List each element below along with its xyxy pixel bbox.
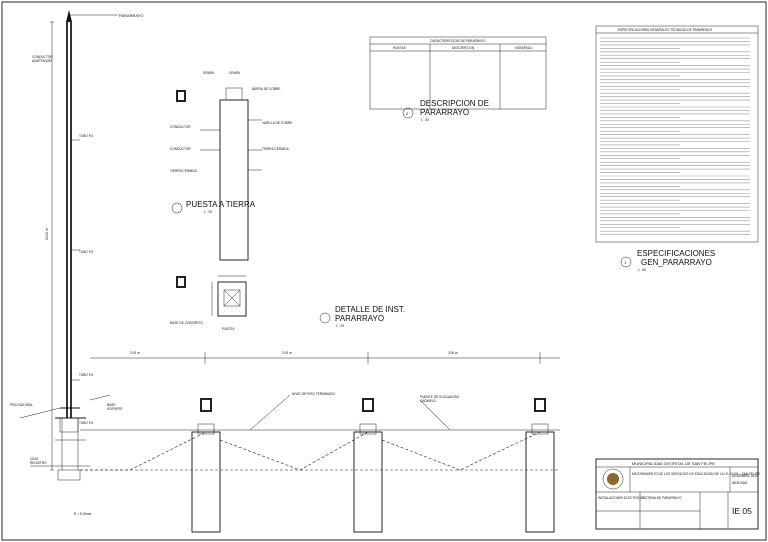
tb-specialty: INSTALACIONES ELECTRICAS (598, 496, 644, 500)
label-puesta: PUESTA (222, 327, 235, 331)
svg-text:GRAPA: GRAPA (229, 71, 241, 75)
label-caja: CAJA (30, 457, 39, 461)
char-head-2: DESCRIPCION (452, 46, 475, 50)
svg-text:VARILLA DE COBRE: VARILLA DE COBRE (262, 121, 292, 125)
esp-title-2: GEN_PARARRAYO (641, 258, 712, 267)
label-tubo-2: TUBO FG (79, 250, 94, 254)
tb-drawing: SISTEMA DE PARARRAYO (642, 496, 682, 500)
label-tubo-4: TUBO FG (79, 421, 94, 425)
svg-text:ADAPTADOR: ADAPTADOR (32, 59, 52, 63)
desc-title-2: PARARRAYO (420, 108, 469, 117)
detalle-scale: 1 : 25 (336, 324, 344, 328)
tb-sheet-code: IE 05 (732, 506, 752, 516)
char-head-3: OBSERVAC. (515, 46, 533, 50)
esp-scale: 1 : 50 (638, 268, 646, 272)
dim-2: 3.00 m (282, 351, 292, 355)
desc-scale: 1 : 50 (421, 118, 429, 122)
svg-text:CONDUCTOR: CONDUCTOR (170, 147, 191, 151)
vertical-dim: 12.00 m (45, 228, 49, 240)
tb-project: MEJORAMIENTO DE LOS SERVICIOS DE EDUCACI… (632, 472, 760, 476)
svg-text:REGISTRO: REGISTRO (30, 461, 47, 465)
label-base: BASE (107, 403, 116, 407)
label-tapa: BASE DE CONCRETO (170, 321, 203, 325)
title-block (595, 458, 759, 530)
desc-marker (402, 107, 414, 119)
spec-text-lines (600, 37, 750, 235)
bottom-note: R = 5 Ohms (74, 512, 92, 516)
label-puente: PUENTE DE SOLDADURA (420, 395, 460, 399)
tb-scale: INDICADA (732, 481, 748, 485)
label-conductor: CONDUCTOR (32, 55, 53, 59)
seal-icon (602, 468, 624, 490)
svg-text:TIERRA CERNIDA: TIERRA CERNIDA (262, 147, 290, 151)
detalle-marker (319, 312, 331, 324)
svg-text:TIERRA CERNIDA: TIERRA CERNIDA (170, 169, 198, 173)
detalle-title-2: PARARRAYO (335, 314, 384, 323)
spec-title: ESPECIFICACIONES GENERALES TECNICAS DE P… (618, 28, 713, 32)
char-table (369, 36, 547, 110)
svg-text:SOPORTE: SOPORTE (107, 407, 123, 411)
puesta-marker (171, 202, 183, 214)
spec-box (595, 25, 759, 243)
esp-marker (620, 256, 632, 268)
tb-org: MUNICIPALIDAD DISTRITAL DE SAN FELIPE (632, 461, 715, 466)
svg-text:GRAPA: GRAPA (203, 71, 215, 75)
plan-detail (176, 275, 247, 317)
desc-title-1: DESCRIPCION DE (420, 99, 489, 108)
label-tubo-1: TUBO FG (79, 134, 94, 138)
puesta-title: PUESTA A TIERRA (186, 200, 256, 209)
svg-text:CONDUCTOR: CONDUCTOR (170, 125, 191, 129)
detalle-title-1: DETALLE DE INST. (335, 305, 405, 314)
svg-text:CADWELD: CADWELD (420, 399, 437, 403)
ground-section (80, 352, 560, 533)
char-head-1: PUNTAS (393, 46, 406, 50)
dim-1: 3.00 m (130, 351, 140, 355)
mast-elevation (19, 10, 118, 481)
svg-text:BARRA DE COBRE: BARRA DE COBRE (252, 87, 280, 91)
puesta-scale: 1 : 25 (204, 210, 212, 214)
pararrayo-detail (176, 87, 262, 261)
desc-num: 2 (406, 111, 409, 116)
esp-num: 1 (624, 260, 627, 265)
tb-date: DICIEMBRE 2022 (732, 474, 758, 478)
label-pararrayo-top: PARARRAYO (119, 13, 144, 18)
label-piso: PISO NATURAL (10, 403, 33, 407)
esp-title-1: ESPECIFICACIONES (637, 249, 715, 258)
label-tubo-3: TUBO FG (79, 373, 94, 377)
dim-3: 3.00 m (448, 351, 458, 355)
char-table-title: CARACTERISTICAS DE PARARRAYO (430, 39, 486, 43)
label-nivel: NIVEL DE PISO TERMINADO (292, 392, 335, 396)
